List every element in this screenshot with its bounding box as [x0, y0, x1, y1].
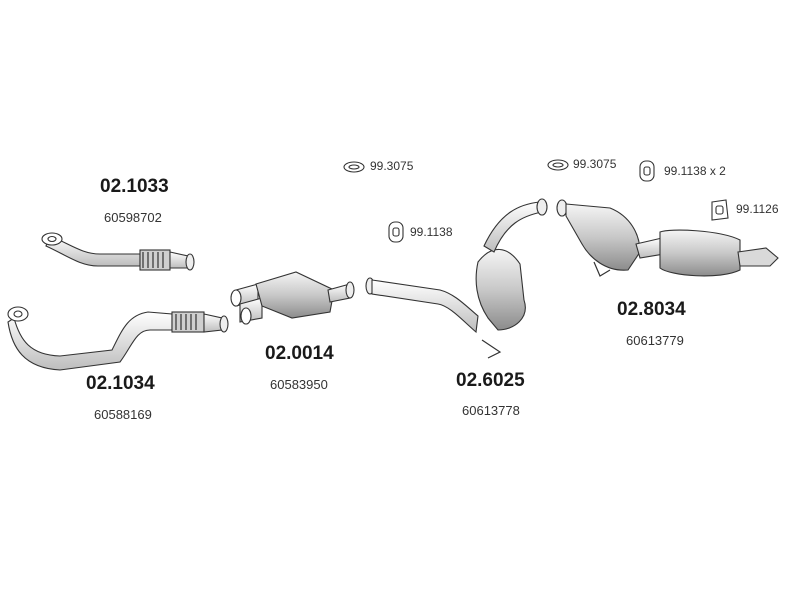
part-code-rear-silencer: 02.8034	[617, 299, 686, 320]
part-ref-rear-silencer: 60613779	[626, 333, 684, 348]
part-ref-front-pipe-lower: 60588169	[94, 407, 152, 422]
front-pipe-upper-drawing	[41, 232, 195, 271]
middle-silencer-drawing	[365, 198, 548, 359]
ring-a-symbol	[343, 161, 365, 173]
part-ref-middle-silencer: 60613778	[462, 403, 520, 418]
hardware-code-hanger-b: 99.1138	[410, 225, 453, 239]
part-code-front-pipe-lower: 02.1034	[86, 373, 155, 394]
rear-silencer-drawing	[556, 199, 779, 277]
hardware-code-ring-a: 99.3075	[370, 159, 414, 173]
part-ref-front-pipe-upper: 60598702	[104, 210, 162, 225]
hardware-code-hanger-a: 99.1138 x 2	[664, 164, 726, 178]
part-code-front-pipe-upper: 02.1033	[100, 176, 169, 197]
ring-b-symbol	[547, 159, 569, 171]
hardware-code-hanger-c: 99.1126	[736, 202, 779, 216]
front-pipe-lower-drawing	[7, 306, 229, 371]
part-ref-catalytic-converter: 60583950	[270, 377, 328, 392]
hardware-code-ring-b: 99.3075	[573, 157, 617, 171]
hanger-c-symbol	[711, 199, 729, 221]
part-code-middle-silencer: 02.6025	[456, 370, 525, 391]
hanger-b-symbol	[388, 221, 404, 243]
catalytic-converter-drawing	[230, 271, 355, 325]
hanger-a-symbol	[639, 160, 655, 182]
part-code-catalytic-converter: 02.0014	[265, 343, 334, 364]
